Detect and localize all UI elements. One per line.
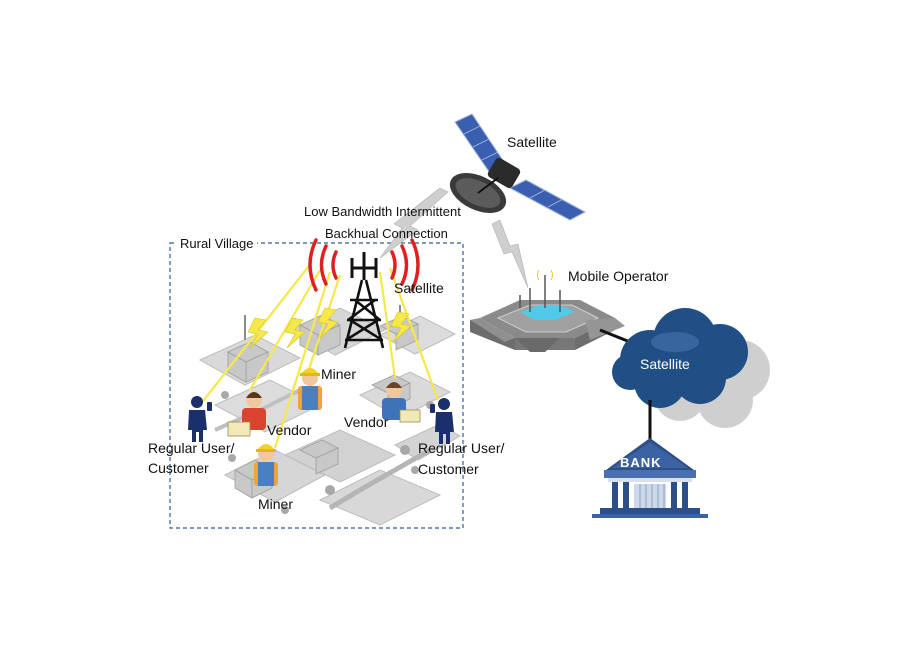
satellite-top-label: Satellite: [507, 134, 557, 150]
backhaul-label-line1: Low Bandwidth Intermittent: [304, 204, 461, 219]
mobile-operator-label: Mobile Operator: [568, 268, 669, 284]
backhaul-label-line2: Backhual Connection: [325, 226, 448, 241]
satellite-tower-label: Satellite: [394, 280, 444, 296]
cell-tower-icon: [308, 238, 420, 349]
person-icon: [430, 398, 454, 444]
downlink-icon: [491, 219, 529, 289]
lightning-bolts: [247, 307, 412, 349]
person-icon: [188, 396, 212, 442]
cloud-icon: [612, 308, 770, 428]
rural-village-frame: [169, 242, 464, 529]
miner-icon: [298, 368, 322, 410]
miner-top-label: Miner: [321, 366, 357, 382]
mobile-operator-hub-icon: [470, 269, 625, 352]
bank-label: BANK: [620, 455, 662, 470]
vendor-left-label: Vendor: [267, 422, 312, 438]
vendor-icon: [227, 392, 266, 437]
backhaul-link-icon: [379, 187, 449, 259]
rural-village-label: Rural Village: [176, 236, 258, 251]
miner-icon: [254, 444, 278, 486]
village-house-icon: [318, 469, 442, 526]
vendor-icon: [382, 382, 421, 423]
vendor-right-label: Vendor: [344, 414, 389, 430]
signal-beams: [199, 261, 440, 449]
bank-icon: [592, 438, 708, 518]
regular-user-left-label-line1: Regular User/: [148, 440, 235, 456]
regular-user-right-label-line2: Customer: [418, 461, 479, 477]
satellite-cloud-label: Satellite: [640, 356, 690, 372]
miner-bottom-label: Miner: [258, 496, 294, 512]
regular-user-right-label-line1: Regular User/: [418, 440, 505, 456]
village-house-icon: [283, 429, 397, 483]
satellite-icon: [449, 113, 587, 221]
regular-user-left-label-line2: Customer: [148, 460, 209, 476]
village-scene: [198, 305, 461, 526]
